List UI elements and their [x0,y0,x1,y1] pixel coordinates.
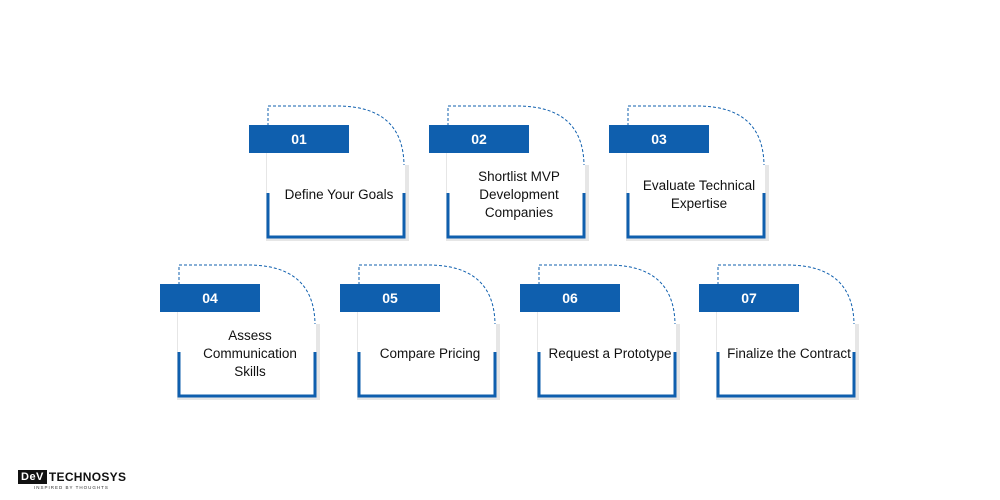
step-label: Define Your Goals [284,186,394,202]
step-label: Compare Pricing [379,345,481,361]
card-frame [446,105,589,241]
step-number-tab: 05 [340,284,440,312]
step-number-tab: 02 [429,125,529,153]
devtechnosys-logo: DeV TECHNOSYS INSPIRED BY THOUGHTS [18,470,126,494]
step-number-tab: 01 [249,125,349,153]
step-label: Shortlist MVP Development Companies [478,168,560,220]
step-number-tab: 07 [699,284,799,312]
logo-wordmark: TECHNOSYS [48,470,127,484]
card-frame [266,105,409,241]
step-label: Request a Prototype [548,345,672,361]
card-frame [716,264,859,400]
step-label: Evaluate Technical Expertise [642,177,756,211]
card-frame [357,264,500,400]
step-number-tab: 03 [609,125,709,153]
step-number-tab: 04 [160,284,260,312]
step-number-tab: 06 [520,284,620,312]
logo-tagline: INSPIRED BY THOUGHTS [34,485,109,490]
logo-dev-mark: DeV [18,470,47,484]
step-label: Assess Communication Skills [203,327,297,379]
card-frame [626,105,769,241]
card-frame [537,264,680,400]
step-label: Finalize the Contract [727,345,851,361]
card-frame [177,264,320,400]
